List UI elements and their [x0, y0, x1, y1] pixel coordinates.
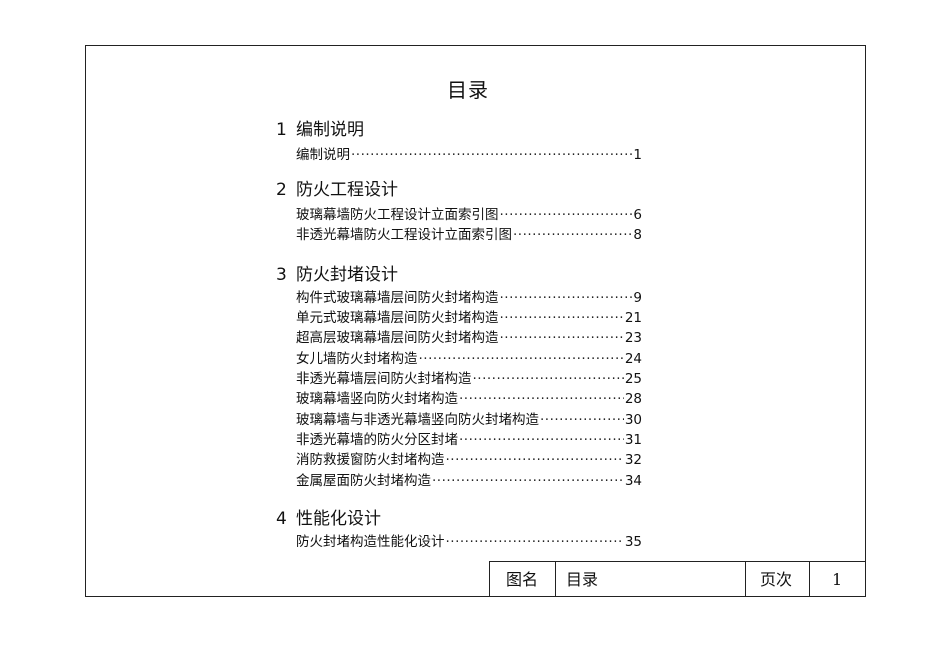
page-number-label: 页次 — [760, 570, 793, 589]
leader-dots: ········································… — [418, 351, 624, 367]
toc-entry-page: 23 — [624, 330, 642, 346]
toc-entry-label: 防火封堵构造性能化设计 — [296, 534, 445, 550]
section-title: 性能化设计 — [296, 509, 381, 529]
toc-entry[interactable]: 非透光幕墙的防火分区封堵····························… — [296, 428, 642, 448]
toc-entry-label: 超高层玻璃幕墙层间防火封堵构造 — [296, 330, 499, 346]
page-number-value: 1 — [832, 570, 843, 589]
toc-entry-page: 35 — [624, 534, 642, 550]
toc-entry-page: 6 — [633, 207, 642, 223]
toc-entry-label: 单元式玻璃幕墙层间防火封堵构造 — [296, 310, 499, 326]
drawing-name-label: 图名 — [506, 570, 539, 589]
page-title: 目录 — [447, 78, 489, 102]
toc-entry[interactable]: 金属屋面防火封堵构造······························… — [296, 469, 642, 489]
leader-dots: ········································… — [445, 452, 624, 468]
toc-entry-label: 玻璃幕墙防火工程设计立面索引图 — [296, 207, 499, 223]
leader-dots: ········································… — [445, 534, 624, 550]
section-number: 2 — [276, 180, 287, 200]
section-number: 1 — [276, 120, 287, 140]
title-block-divider — [555, 562, 556, 597]
section-number: 4 — [276, 509, 287, 529]
toc-entry-label: 非透光幕墙的防火分区封堵 — [296, 432, 458, 448]
leader-dots: ········································… — [432, 473, 624, 489]
toc-entry-label: 消防救援窗防火封堵构造 — [296, 452, 445, 468]
toc-entry-label: 编制说明 — [296, 147, 350, 163]
leader-dots: ········································… — [540, 412, 624, 428]
section-heading-4: 4 性能化设计 — [276, 504, 381, 529]
toc-entry[interactable]: 女儿墙防火封堵构造·······························… — [296, 347, 642, 367]
toc-entry-label: 玻璃幕墙与非透光幕墙竖向防火封堵构造 — [296, 412, 539, 428]
toc-entry[interactable]: 玻璃幕墙防火工程设计立面索引图·························… — [296, 203, 642, 223]
leader-dots: ········································… — [499, 310, 624, 326]
toc-entry-page: 9 — [633, 290, 642, 306]
toc-entry-label: 金属屋面防火封堵构造 — [296, 473, 431, 489]
toc-entry-page: 28 — [624, 391, 642, 407]
toc-entry-label: 女儿墙防火封堵构造 — [296, 351, 418, 367]
leader-dots: ········································… — [459, 432, 624, 448]
toc-entry[interactable]: 构件式玻璃幕墙层间防火封堵构造·························… — [296, 286, 642, 306]
leader-dots: ········································… — [472, 371, 624, 387]
section-title: 防火封堵设计 — [296, 265, 398, 285]
toc-entry[interactable]: 非透光幕墙层间防火封堵构造···························… — [296, 367, 642, 387]
title-block-divider — [809, 562, 810, 597]
title-block-divider — [745, 562, 746, 597]
drawing-name-value: 目录 — [566, 570, 599, 589]
leader-dots: ········································… — [351, 147, 633, 163]
toc-entry[interactable]: 消防救援窗防火封堵构造·····························… — [296, 448, 642, 468]
leader-dots: ········································… — [499, 290, 633, 306]
leader-dots: ········································… — [459, 391, 624, 407]
leader-dots: ········································… — [499, 207, 633, 223]
toc-entry-page: 34 — [624, 473, 642, 489]
drawing-title-block: 图名 目录 页次 1 — [489, 561, 866, 597]
toc-entry[interactable]: 非透光幕墙防火工程设计立面索引图························… — [296, 223, 642, 243]
section-heading-2: 2 防火工程设计 — [276, 175, 398, 200]
toc-entry[interactable]: 防火封堵构造性能化设计·····························… — [296, 530, 642, 550]
toc-entry-page: 25 — [624, 371, 642, 387]
toc-entry-page: 21 — [624, 310, 642, 326]
leader-dots: ········································… — [499, 330, 624, 346]
section-title: 防火工程设计 — [296, 180, 398, 200]
toc-entry-page: 30 — [624, 412, 642, 428]
leader-dots: ········································… — [513, 227, 633, 243]
toc-entry[interactable]: 单元式玻璃幕墙层间防火封堵构造·························… — [296, 306, 642, 326]
toc-entry[interactable]: 超高层玻璃幕墙层间防火封堵构造·························… — [296, 326, 642, 346]
toc-entry-label: 非透光幕墙层间防火封堵构造 — [296, 371, 472, 387]
toc-entry-label: 非透光幕墙防火工程设计立面索引图 — [296, 227, 512, 243]
toc-entry-label: 玻璃幕墙竖向防火封堵构造 — [296, 391, 458, 407]
toc-entry-page: 32 — [624, 452, 642, 468]
toc-entry-page: 1 — [633, 147, 642, 163]
toc-entry-page: 31 — [624, 432, 642, 448]
toc-entry-label: 构件式玻璃幕墙层间防火封堵构造 — [296, 290, 499, 306]
toc-entry[interactable]: 编制说明····································… — [296, 143, 642, 163]
toc-entry[interactable]: 玻璃幕墙竖向防火封堵构造····························… — [296, 387, 642, 407]
section-number: 3 — [276, 265, 287, 285]
toc-entry-page: 8 — [633, 227, 642, 243]
toc-entry-page: 24 — [624, 351, 642, 367]
section-heading-3: 3 防火封堵设计 — [276, 260, 398, 285]
toc-entry[interactable]: 玻璃幕墙与非透光幕墙竖向防火封堵构造······················… — [296, 408, 642, 428]
section-title: 编制说明 — [296, 120, 364, 140]
section-heading-1: 1 编制说明 — [276, 115, 364, 140]
drawing-frame — [85, 45, 866, 597]
